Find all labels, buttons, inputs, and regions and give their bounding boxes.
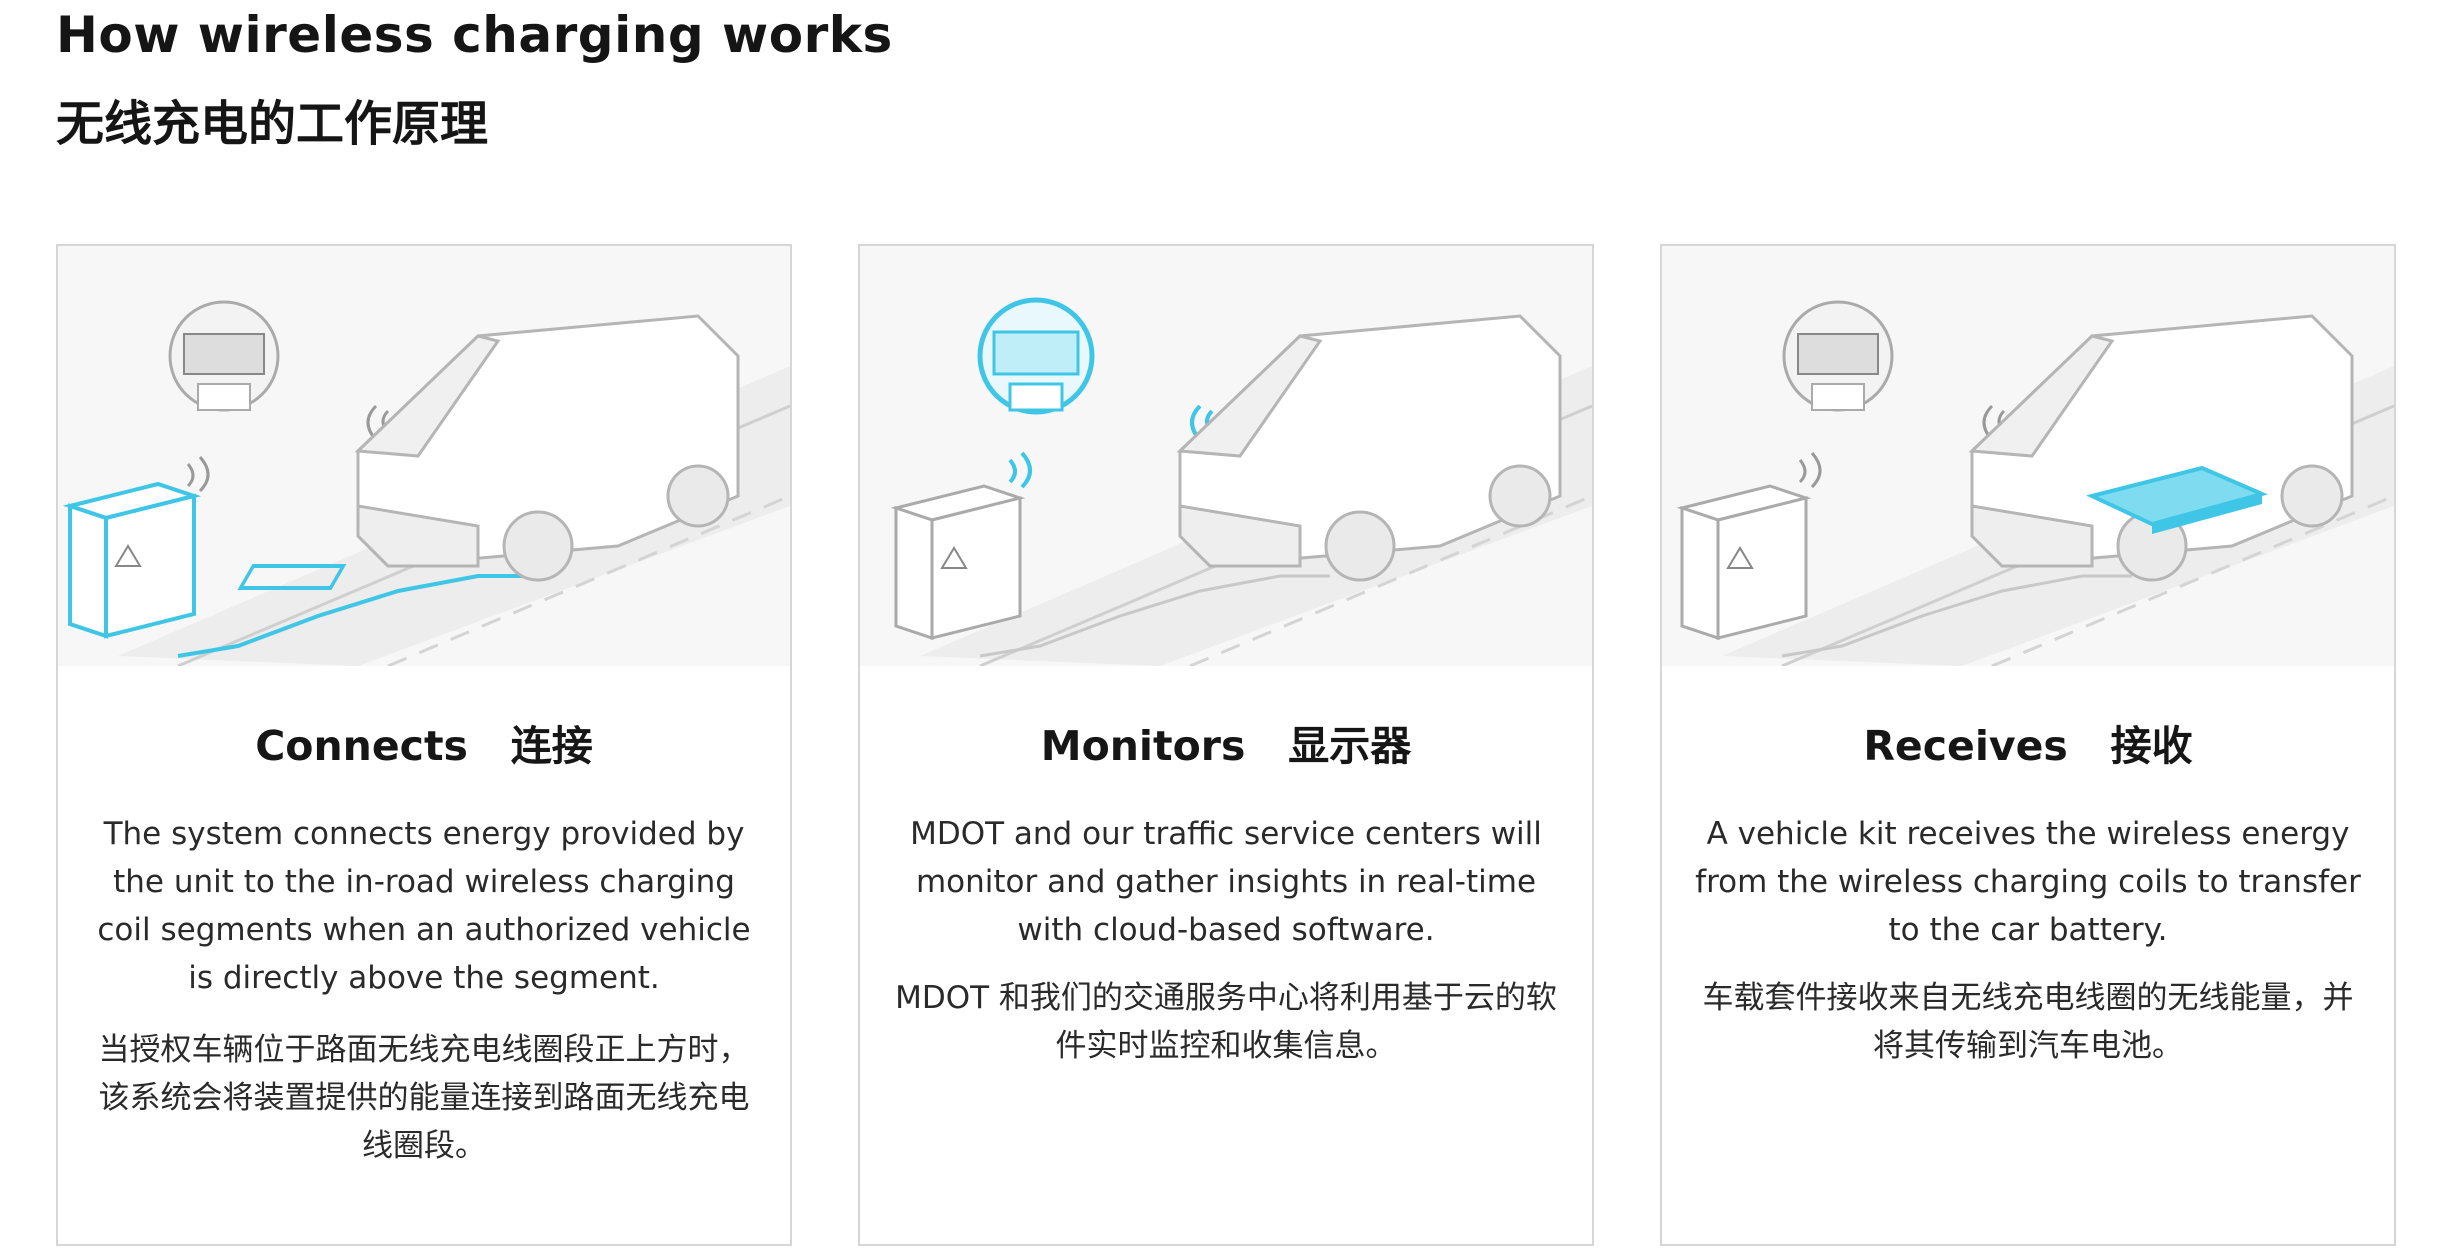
card-description-en: MDOT and our traffic service centers wil… <box>910 816 1542 948</box>
page-subtitle: 无线充电的工作原理 <box>56 96 489 152</box>
card-receives: Receives 接收 A vehicle kit receives the w… <box>1660 244 2396 1246</box>
connects-illustration <box>58 246 790 666</box>
receives-illustration <box>1662 246 2394 666</box>
card-description-en: The system connects energy provided by t… <box>97 816 751 996</box>
card-connects: Connects 连接 The system connects energy p… <box>56 244 792 1246</box>
card-title: Monitors 显示器 <box>1040 722 1412 770</box>
page-title: How wireless charging works <box>56 6 893 64</box>
monitors-illustration <box>860 246 1592 666</box>
card-title: Connects 连接 <box>255 722 593 770</box>
card-title: Receives 接收 <box>1863 722 2193 770</box>
card-description-en: A vehicle kit receives the wireless ener… <box>1695 816 2361 948</box>
card-description-zh: 当授权车辆位于路面无线充电线圈段正上方时，该系统会将装置提供的能量连接到路面无线… <box>98 1032 750 1164</box>
card-monitors: Monitors 显示器 MDOT and our traffic servic… <box>858 244 1594 1246</box>
card-description-zh: 车载套件接收来自无线充电线圈的无线能量，并将其传输到汽车电池。 <box>1702 980 2354 1064</box>
card-description-zh: MDOT 和我们的交通服务中心将利用基于云的软件实时监控和收集信息。 <box>895 980 1557 1064</box>
